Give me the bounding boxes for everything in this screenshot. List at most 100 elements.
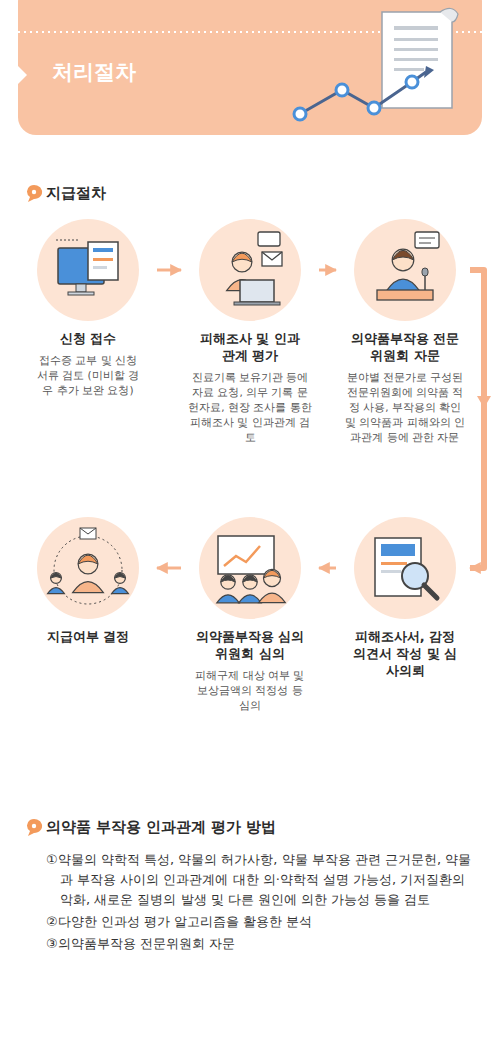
- person-hair: [243, 576, 257, 582]
- person-head: [392, 249, 414, 271]
- paper-line: [394, 38, 438, 41]
- laptop: [240, 280, 274, 302]
- flow-connector: [157, 269, 181, 272]
- mic: [422, 268, 428, 276]
- doc-line: [93, 258, 113, 261]
- step-title: 신청 접수: [33, 330, 143, 347]
- board-chart: [224, 546, 260, 566]
- step-description: 진료기록 보유기관 등에 자료 요청, 의무 기록 문헌자료, 현장 조사를 통…: [188, 370, 312, 445]
- step-icon: [353, 516, 457, 620]
- trend-dot: [406, 76, 418, 88]
- bubble-dot: [32, 824, 36, 828]
- envelope: [80, 528, 96, 539]
- process-step: 피해조사서, 감정의견서 작성 및 심사의뢰: [340, 516, 470, 679]
- trend-dot: [294, 108, 306, 120]
- monitor-base: [68, 292, 94, 295]
- flow-connector: [470, 270, 484, 568]
- step-icon: [198, 516, 302, 620]
- icon-disc: [354, 517, 456, 619]
- doc-header: [381, 544, 415, 556]
- bubble-icon: [27, 819, 42, 836]
- person-hair: [263, 570, 280, 578]
- icon-disc: [354, 219, 456, 321]
- icon-disc: [199, 517, 301, 619]
- icon-art: [375, 538, 437, 598]
- method-item: ③의약품부작용 전문위원회 자문: [46, 934, 476, 954]
- magnifier-handle: [424, 585, 437, 598]
- person-head: [78, 554, 98, 574]
- envelope: [262, 252, 282, 266]
- tab-chevron: [18, 66, 27, 84]
- paper-curl: [440, 8, 458, 22]
- speech-bubble: [258, 232, 280, 246]
- envelope-flap: [262, 252, 282, 260]
- person-hair: [221, 576, 235, 582]
- bubble-line: [419, 243, 431, 244]
- page-title: 처리절차: [52, 58, 136, 86]
- person-body: [259, 593, 286, 603]
- process-step: 의약품부작용 전문위원회 자문분야별 전문가로 구성된 전문위원회에 의약품 적…: [340, 218, 470, 445]
- document: [88, 242, 118, 280]
- person-head: [221, 575, 235, 589]
- person-hair: [51, 573, 62, 578]
- method-item: ②다양한 인과성 평가 알고리즘을 활용한 분석: [46, 912, 476, 932]
- envelope-flap: [80, 528, 96, 534]
- icon-art: [227, 232, 282, 305]
- paper-line: [394, 48, 438, 51]
- trend-arrow: [424, 66, 434, 78]
- person-body: [112, 588, 129, 594]
- icon-disc: [199, 219, 301, 321]
- step-description: 분야별 전문가로 구성된 전문위원회에 의약품 적정 사용, 부작용의 확인 및…: [343, 370, 467, 445]
- paper-line: [394, 26, 438, 30]
- step-description: 접수증 교부 및 신청서류 검토 (미비할 경우 추가 보완 요청): [36, 353, 140, 398]
- person-head: [243, 575, 257, 589]
- header-panel: [18, 0, 482, 135]
- person-body: [73, 582, 104, 593]
- trend-line: [300, 72, 426, 114]
- person-body: [217, 595, 239, 603]
- icon-art: [217, 536, 285, 603]
- icon-art: [48, 528, 129, 604]
- icon-disc: [37, 219, 139, 321]
- section-heading: 의약품 부작용 인과관계 평가 방법: [46, 818, 276, 837]
- dotted-arrow: [56, 240, 80, 241]
- icon-disc: [37, 517, 139, 619]
- bubble-icon: [27, 185, 42, 202]
- flow-connector: [319, 567, 336, 570]
- process-step: 피해조사 및 인과관계 평가진료기록 보유기관 등에 자료 요청, 의무 기록 …: [185, 218, 315, 445]
- bubble-line: [419, 238, 435, 239]
- flow-connector: [157, 567, 181, 570]
- trend-dot: [336, 84, 348, 96]
- speech-bubble: [415, 232, 439, 248]
- person-hair: [115, 573, 126, 578]
- process-step: 의약품부작용 심의위원회 심의피해구제 대상 여부 및 보상금액의 적정성 등 …: [185, 516, 315, 713]
- method-item: ①약물의 약학적 특성, 약물의 허가사항, 약물 부작용 관련 근거문헌, 약…: [46, 850, 476, 910]
- process-step: 신청 접수접수증 교부 및 신청서류 검토 (미비할 경우 추가 보완 요청): [23, 218, 153, 398]
- step-description: 피해구제 대상 여부 및 보상금액의 적정성 등 심의: [195, 668, 305, 713]
- person-hair: [78, 555, 98, 564]
- flow-connector: [319, 269, 336, 272]
- person-body: [48, 588, 65, 594]
- doc-line: [381, 570, 401, 573]
- doc-line: [93, 266, 107, 269]
- step-icon: [36, 218, 140, 322]
- laptop-base: [234, 302, 280, 305]
- icon-art: [377, 232, 439, 300]
- bubble-dot: [32, 190, 36, 194]
- monitor-stand: [76, 284, 86, 292]
- trend-dot: [368, 102, 380, 114]
- desk: [377, 290, 433, 300]
- doc-line: [381, 562, 407, 565]
- doc-line: [93, 248, 113, 252]
- step-title: 피해조사서, 감정의견서 작성 및 심사의뢰: [349, 628, 461, 679]
- step-title: 지급여부 결정: [33, 628, 143, 645]
- step-title: 의약품부작용 전문위원회 자문: [345, 330, 465, 364]
- person-hair: [392, 250, 414, 260]
- method-list: ①약물의 약학적 특성, 약물의 허가사항, 약물 부작용 관련 근거문헌, 약…: [46, 850, 476, 956]
- person-head: [115, 573, 126, 584]
- person-hair: [232, 253, 252, 262]
- step-title: 피해조사 및 인과관계 평가: [195, 330, 305, 364]
- step-icon: [198, 218, 302, 322]
- paper-line: [394, 58, 438, 61]
